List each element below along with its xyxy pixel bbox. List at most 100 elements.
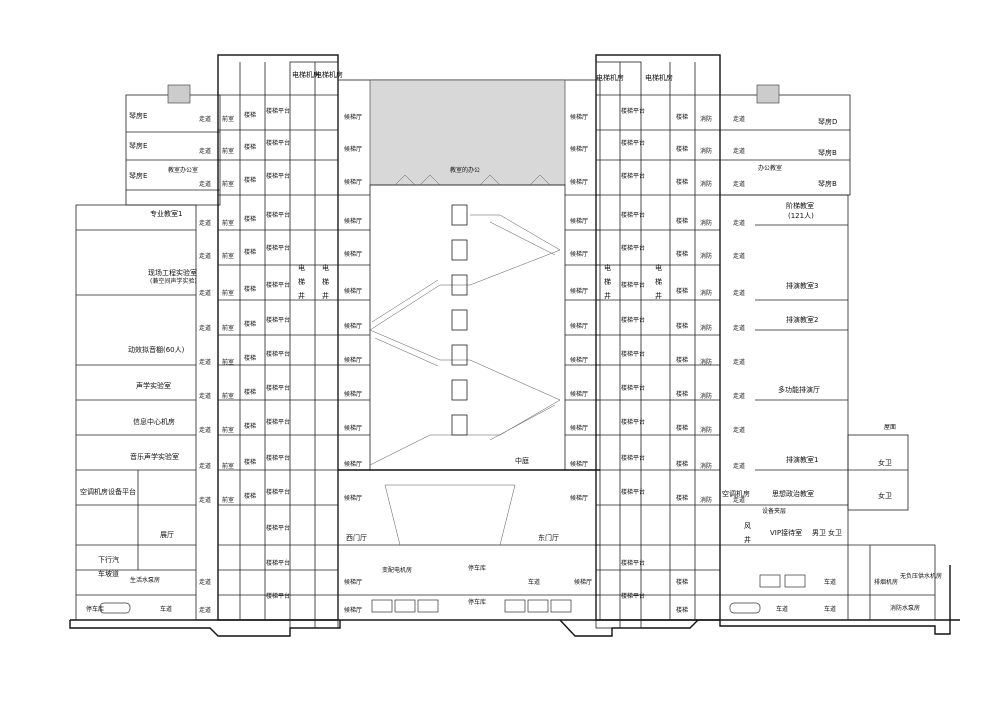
label-stair-left: 楼梯 xyxy=(244,248,256,256)
label-stair-right: 楼梯 xyxy=(676,145,688,153)
label-parking-center2: 停车库 xyxy=(468,598,486,606)
label-exhibition: 展厅 xyxy=(160,531,174,539)
label-stair-platform-right: 楼梯平台 xyxy=(621,281,645,289)
label-corridor-left: 走道 xyxy=(199,462,211,470)
label-lobby-left: 候梯厅 xyxy=(344,460,362,468)
label-elevator-shaft-left2: 井 xyxy=(322,291,329,300)
label-stair-right: 楼梯 xyxy=(676,287,688,295)
label-stair-left: 楼梯 xyxy=(244,143,256,151)
label-hydrant-right: 消防 xyxy=(700,496,712,504)
label-corridor-left: 走道 xyxy=(199,252,211,260)
label-lobby-right: 候梯厅 xyxy=(570,390,588,398)
label-lobby-left: 候梯厅 xyxy=(344,217,362,225)
label-atrium: 中庭 xyxy=(515,456,529,465)
label-corridor-left: 走道 xyxy=(199,426,211,434)
label-lobby-left: 候梯厅 xyxy=(344,250,362,258)
label-smoke-room: 排烟机房 xyxy=(874,578,898,586)
label-east-gate: 东门厅 xyxy=(538,533,559,542)
label-stair-right: 楼梯 xyxy=(676,460,688,468)
label-corridor-left: 走道 xyxy=(199,115,211,123)
label-piano-e-1: 琴房E xyxy=(129,111,147,120)
label-rehearsal-3: 排演教室3 xyxy=(786,281,818,290)
label-lobby-right: 候梯厅 xyxy=(570,356,588,364)
label-corridor-left: 走道 xyxy=(199,578,211,586)
ground-line xyxy=(69,565,960,637)
label-female-wc-1: 女卫 xyxy=(878,458,892,467)
label-corridor-right: 走道 xyxy=(733,426,745,434)
label-stair-platform-left: 楼梯平台 xyxy=(266,384,290,392)
label-anteroom-left: 前室 xyxy=(222,462,234,470)
label-anteroom-left: 前室 xyxy=(222,252,234,260)
label-lobby-left: 候梯厅 xyxy=(344,322,362,330)
label-anteroom-left: 前室 xyxy=(222,324,234,332)
label-stair-right: 楼梯 xyxy=(676,322,688,330)
label-corridor-left: 走道 xyxy=(199,147,211,155)
label-hydrant-right: 消防 xyxy=(700,324,712,332)
floor-lines xyxy=(218,94,720,596)
label-corridor-right: 走道 xyxy=(733,252,745,260)
label-hydrant-right: 消防 xyxy=(700,289,712,297)
label-lobby-right: 候梯厅 xyxy=(570,217,588,225)
label-stair-platform-left: 楼梯平台 xyxy=(266,592,290,600)
label-piano-d-3: 琴房B xyxy=(818,179,837,188)
label-stair-platform-right: 楼梯平台 xyxy=(621,454,645,462)
label-corridor-right: 走道 xyxy=(733,180,745,188)
atrium xyxy=(337,79,601,621)
label-wind-shaft: 风 xyxy=(744,522,751,530)
label-corridor-right: 走道 xyxy=(733,392,745,400)
label-stair-platform-right: 楼梯平台 xyxy=(621,488,645,496)
label-anteroom-left: 前室 xyxy=(222,115,234,123)
label-elevator-machine-room-right1: 电梯机房 xyxy=(596,73,624,82)
label-stair-right: 楼梯 xyxy=(676,606,688,614)
label-tiered-capacity: (121人) xyxy=(788,212,814,220)
label-corridor-left: 走道 xyxy=(199,289,211,297)
label-stair-right: 楼梯 xyxy=(676,424,688,432)
right-upper-block xyxy=(719,84,851,196)
label-stair-left: 楼梯 xyxy=(244,215,256,223)
label-lobby-right: 候梯厅 xyxy=(570,494,588,502)
label-driveway-right2: 车道 xyxy=(776,605,788,613)
label-elevator-shaft-left2: 电 xyxy=(322,263,329,272)
label-lobby-right: 候梯厅 xyxy=(570,145,588,153)
label-ac-room: 空调机房 xyxy=(722,489,750,498)
label-driveway-left: 车道 xyxy=(160,605,172,613)
label-corridor-left: 走道 xyxy=(199,358,211,366)
label-stair-platform-right: 楼梯平台 xyxy=(621,384,645,392)
label-piano-e-3: 琴房E xyxy=(129,171,147,180)
label-corridor-right: 走道 xyxy=(733,462,745,470)
label-stair-right: 楼梯 xyxy=(676,578,688,586)
label-anteroom-left: 前室 xyxy=(222,392,234,400)
label-tiered-classroom: 阶梯教室 xyxy=(786,201,814,210)
right-tower xyxy=(595,54,721,629)
label-stair-left: 楼梯 xyxy=(244,354,256,362)
label-hydrant-right: 消防 xyxy=(700,426,712,434)
label-stair-platform-left: 楼梯平台 xyxy=(266,172,290,180)
label-stair-platform-right: 楼梯平台 xyxy=(621,172,645,180)
label-stair-left: 楼梯 xyxy=(244,111,256,119)
label-lobby-right: 候梯厅 xyxy=(570,460,588,468)
label-corridor-left: 走道 xyxy=(199,219,211,227)
label-multi-rehearsal: 多功能排演厅 xyxy=(778,385,820,394)
label-stair-platform-right: 楼梯平台 xyxy=(621,139,645,147)
label-stair-left: 楼梯 xyxy=(244,176,256,184)
label-acoustic-lab: 声学实验室 xyxy=(136,381,171,390)
label-driveway-center: 车道 xyxy=(528,578,540,586)
label-stair-platform-left: 楼梯平台 xyxy=(266,107,290,115)
label-stair-platform-left: 楼梯平台 xyxy=(266,211,290,219)
label-water-pump-room: 生活水泵房 xyxy=(130,576,160,584)
label-anteroom-left: 前室 xyxy=(222,180,234,188)
label-lobby-left: 候梯厅 xyxy=(344,113,362,121)
left-podium-outline xyxy=(75,204,197,621)
label-elevator-machine-room-right2: 电梯机房 xyxy=(645,73,673,82)
label-female-wc-2: 女卫 xyxy=(878,491,892,500)
label-elevator-machine-room-center: 电梯机房 xyxy=(315,70,343,79)
label-parking-left: 停车库 xyxy=(86,605,104,613)
label-elevator-shaft-right1: 井 xyxy=(604,291,611,300)
label-lobby-left: 候梯厅 xyxy=(344,494,362,502)
label-elevator-shaft-right1: 电 xyxy=(604,263,611,272)
label-office-left: 教室办公室 xyxy=(168,166,198,174)
label-anteroom-left: 前室 xyxy=(222,289,234,297)
label-politics-classroom: 思想政治教室 xyxy=(772,489,814,498)
label-driveway-right3: 车道 xyxy=(824,605,836,613)
